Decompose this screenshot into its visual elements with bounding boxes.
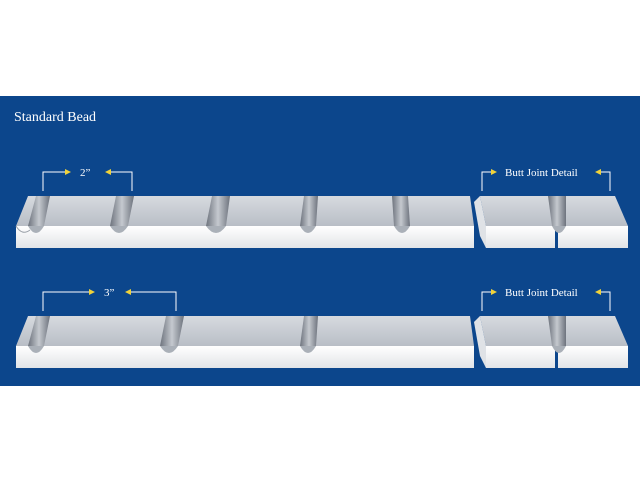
row-2-bead [300, 316, 318, 353]
row-2-standard-bead: 3” Butt Joint Detail [16, 287, 628, 368]
row-1-butt-joint-label: Butt Joint Detail [505, 167, 578, 179]
row-1-bead [28, 196, 50, 233]
row-2-bead [28, 316, 50, 353]
diagram-title: Standard Bead [14, 110, 97, 125]
row-1-bead [300, 196, 318, 233]
row-1-standard-bead: 2” Butt Joint Detail [15, 167, 628, 248]
row-2-butt-joint-dimension: Butt Joint Detail [481, 287, 611, 311]
row-2-butt-joint-label: Butt Joint Detail [505, 287, 578, 299]
row-1-spacing-label: 2” [80, 167, 91, 179]
row-1-bead [206, 196, 230, 233]
row-1-bead [110, 196, 134, 233]
row-1-butt-joint-dimension: Butt Joint Detail [481, 167, 611, 191]
row-2-spacing-dimension: 3” [42, 287, 177, 311]
row-2-spacing-label: 3” [104, 287, 115, 299]
row-2-butt-joint-piece-b [548, 316, 628, 368]
row-2-butt-joint-piece-a [474, 316, 555, 368]
row-1-butt-joint-piece-b [548, 196, 628, 248]
row-1-butt-joint-piece-a [474, 196, 555, 248]
row-1-bead [392, 196, 410, 233]
row-2-bead [160, 316, 184, 353]
diagram-panel: Standard Bead [0, 96, 640, 386]
bead-diagram: 2” Butt Joint Detail [15, 167, 628, 368]
row-2-main-board [16, 316, 474, 368]
row-1-spacing-dimension: 2” [42, 167, 133, 191]
